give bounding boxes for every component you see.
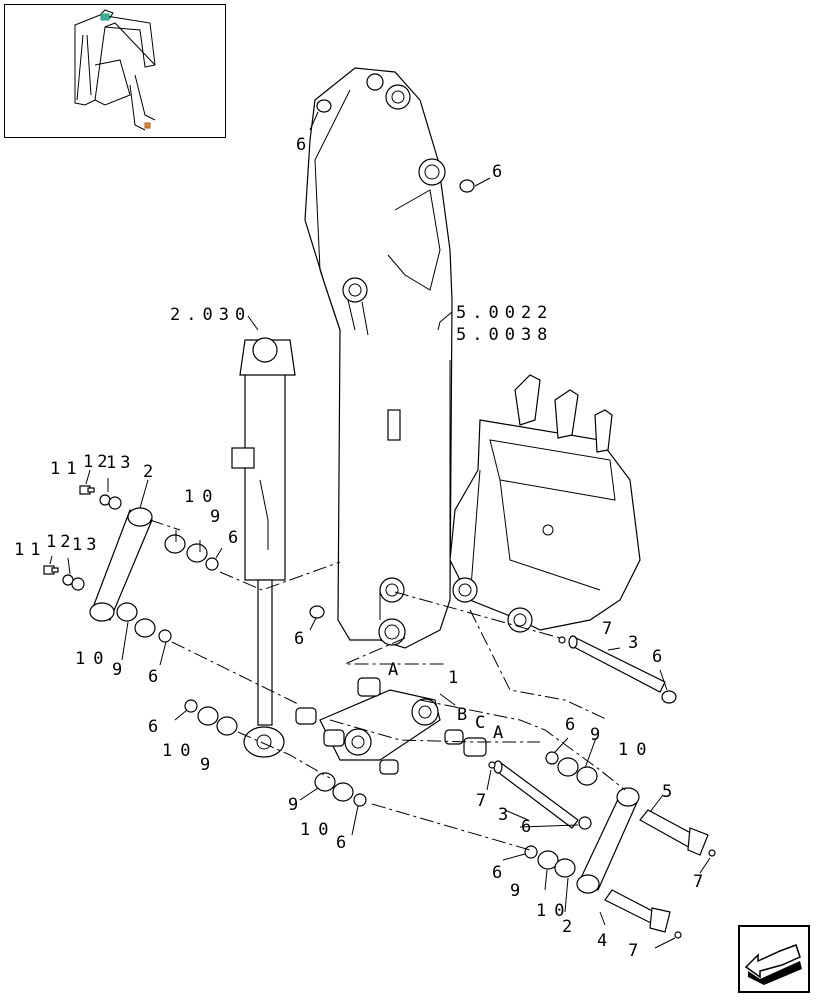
callout-9: 9 [590, 725, 600, 745]
callout-7: 7 [602, 619, 612, 639]
callout-C: C [475, 713, 485, 733]
pin-part-3-top [568, 635, 666, 693]
callout-3: 3 [498, 805, 508, 825]
arrow-back-icon [744, 944, 802, 985]
callout-10: 10 [300, 820, 336, 840]
pin-part-3-bottom [493, 760, 579, 829]
callout-6: 6 [148, 717, 158, 737]
callout-A: A [388, 660, 398, 680]
alignment-lines [149, 519, 626, 851]
callout-B: B [457, 705, 467, 725]
callout-13: 13 [72, 535, 100, 555]
link-part-2-right [576, 787, 640, 894]
machine-thumbnail [4, 4, 226, 138]
callout-6: 6 [296, 135, 306, 155]
callout-6: 6 [521, 817, 531, 837]
callout-6: 6 [565, 715, 575, 735]
callout-9: 9 [210, 507, 220, 527]
callout-2: 2 [143, 462, 153, 482]
leader-lines [49, 111, 711, 949]
callout-9: 9 [200, 755, 210, 775]
bucket-part [449, 374, 641, 633]
callout-A: A [493, 723, 503, 743]
ref-arm-1[interactable]: 5.0022 [456, 303, 553, 323]
callout-3: 3 [628, 633, 638, 653]
callout-12: 12 [46, 532, 74, 552]
callout-10: 10 [184, 487, 220, 507]
callout-7: 7 [693, 872, 703, 892]
washers [62, 99, 677, 878]
callout-13: 13 [106, 453, 134, 473]
back-navigation-button[interactable] [738, 925, 810, 993]
callout-10: 10 [162, 741, 198, 761]
callout-11: 11 [50, 459, 82, 479]
callout-7: 7 [628, 941, 638, 961]
callout-6: 6 [652, 647, 662, 667]
callout-10: 10 [536, 901, 572, 921]
callout-9: 9 [510, 881, 520, 901]
link-part-1 [319, 689, 441, 761]
callout-7: 7 [476, 791, 486, 811]
callout-6: 6 [148, 667, 158, 687]
callout-10: 10 [618, 740, 654, 760]
ref-cylinder[interactable]: 2.030 [170, 305, 251, 325]
callout-6: 6 [492, 863, 502, 883]
callout-6: 6 [228, 528, 238, 548]
excavator-thumbnail-icon [74, 9, 156, 131]
pin-part-5 [639, 809, 709, 856]
callout-1: 1 [448, 668, 458, 688]
bolts [43, 485, 716, 939]
callout-9: 9 [112, 660, 122, 680]
callout-9: 9 [288, 795, 298, 815]
callout-10: 10 [75, 649, 111, 669]
callout-12: 12 [83, 452, 111, 472]
ref-arm-2[interactable]: 5.0038 [456, 325, 553, 345]
callout-6: 6 [336, 833, 346, 853]
callout-6: 6 [492, 162, 502, 182]
pin-part-4 [604, 889, 671, 933]
callout-11: 11 [14, 540, 46, 560]
arm-part [304, 67, 453, 649]
callout-2: 2 [562, 917, 572, 937]
callout-5: 5 [662, 782, 672, 802]
link-part-2-left [89, 507, 153, 622]
callout-4: 4 [597, 931, 607, 951]
cylinder-part [231, 337, 296, 758]
callout-6: 6 [294, 629, 304, 649]
